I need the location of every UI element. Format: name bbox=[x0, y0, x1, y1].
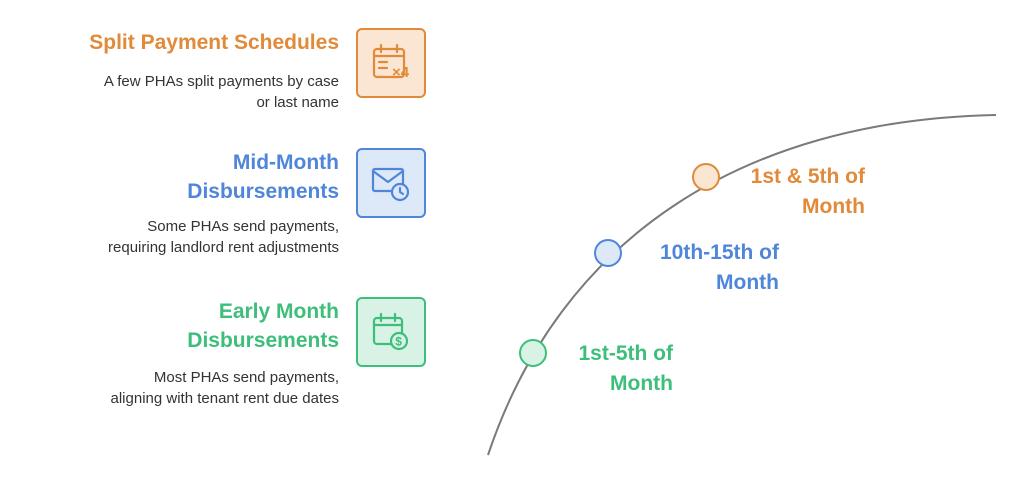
item-early-month: Early Month Disbursements Most PHAs send… bbox=[111, 297, 340, 409]
marker-label-1st-5th-of-month: 1st & 5th of Month bbox=[750, 165, 865, 218]
marker-dot-10th-15th bbox=[594, 239, 622, 267]
item-description: A few PHAs split payments by case or las… bbox=[103, 73, 339, 111]
item-mid-month: Mid-Month Disbursements Some PHAs send p… bbox=[108, 148, 339, 258]
calendar-x4-icon: ×4 bbox=[356, 28, 426, 98]
svg-text:$: $ bbox=[395, 335, 402, 349]
item-description: Some PHAs send payments, requiring landl… bbox=[108, 218, 339, 256]
item-title: Early Month Disbursements bbox=[187, 300, 339, 352]
svg-text:×4: ×4 bbox=[392, 64, 410, 81]
timeline-curve bbox=[487, 114, 997, 456]
item-split-payment: Split Payment Schedules A few PHAs split… bbox=[89, 28, 339, 113]
marker-dot-1st-5th bbox=[519, 339, 547, 367]
item-description: Most PHAs send payments, aligning with t… bbox=[110, 369, 340, 407]
calendar-dollar-icon: $ bbox=[356, 297, 426, 367]
item-title: Mid-Month Disbursements bbox=[187, 151, 339, 203]
item-title: Split Payment Schedules bbox=[89, 31, 339, 54]
marker-label-1st-5th: 1st-5th of Month bbox=[578, 342, 674, 395]
mail-clock-icon bbox=[356, 148, 426, 218]
marker-dot-1st-5th-of-month bbox=[692, 163, 720, 191]
marker-label-10th-15th: 10th-15th of Month bbox=[659, 241, 779, 294]
